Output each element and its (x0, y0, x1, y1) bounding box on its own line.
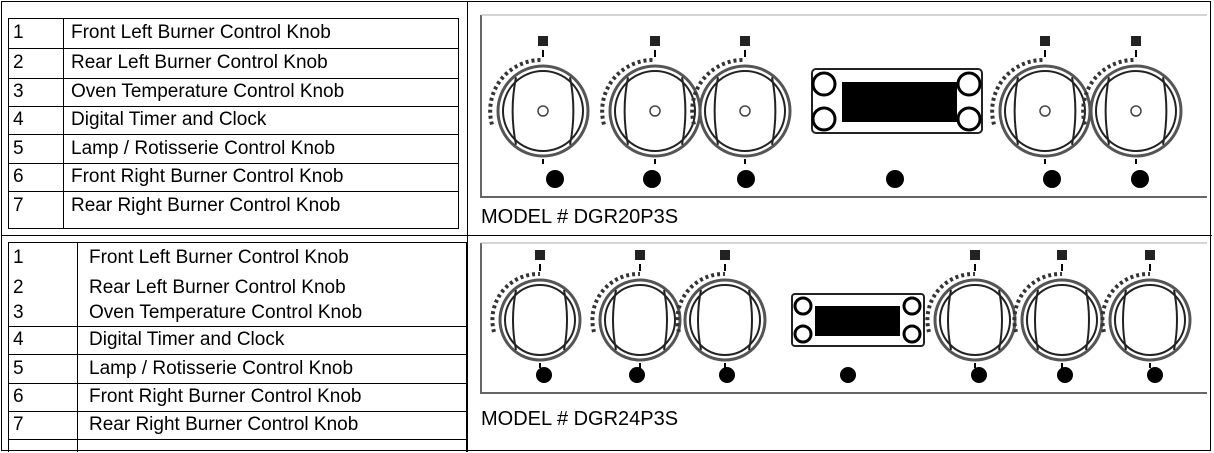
legend-row-line (9, 326, 466, 327)
control-knob-icon (1081, 36, 1183, 164)
legend-number: 6 (13, 166, 24, 187)
legend-row-line (9, 411, 466, 412)
legend-number: 2 (13, 52, 24, 73)
legend-row-line (9, 134, 458, 135)
legend-row-line (9, 439, 466, 440)
control-knob-icon (600, 36, 702, 164)
knob-indicator-dot-icon (546, 170, 564, 188)
knob-indicator-dot-icon (629, 367, 645, 383)
legend-label: Rear Right Burner Control Knob (71, 195, 341, 216)
legend-number: 1 (13, 247, 24, 268)
knob-indicator-dot-icon (719, 367, 735, 383)
legend-label: Lamp / Rotisserie Control Knob (71, 138, 336, 159)
legend-number: 3 (13, 81, 24, 102)
control-knob-icon (488, 36, 590, 164)
row-divider (2, 235, 1212, 236)
control-panel-diagram-top (480, 14, 1208, 198)
model-number-top: MODEL # DGR20P3S (481, 206, 679, 228)
knob-indicator-dot-icon (643, 170, 661, 188)
legend-label: Digital Timer and Clock (71, 109, 267, 130)
legend-number: 7 (13, 195, 24, 216)
digital-timer-display (791, 293, 925, 347)
legend-number: 1 (13, 22, 24, 43)
legend-row-line (9, 191, 458, 192)
knob-indicator-dot-icon (1131, 170, 1149, 188)
knob-indicator-dot-icon (1147, 367, 1163, 383)
knob-indicator-dot-icon (1057, 367, 1073, 383)
legend-column-divider (63, 19, 64, 228)
legend-label: Front Right Burner Control Knob (89, 386, 362, 407)
legend-label: Lamp / Rotisserie Control Knob (89, 358, 354, 379)
legend-label: Digital Timer and Clock (89, 329, 285, 350)
legend-number: 6 (13, 386, 24, 407)
legend-label: Front Left Burner Control Knob (89, 247, 349, 268)
legend-row-line (9, 354, 466, 355)
legend-number: 4 (13, 329, 24, 350)
control-knob-icon (590, 250, 682, 368)
legend-label: Rear Right Burner Control Knob (89, 414, 359, 435)
control-knob-icon (1100, 250, 1192, 368)
model-number-bottom: MODEL # DGR24P3S (481, 408, 679, 430)
control-knob-icon (1012, 250, 1104, 368)
digital-timer-display (811, 68, 983, 134)
legend-row-line (9, 48, 458, 49)
control-knob-icon (925, 250, 1017, 368)
control-knob-icon (675, 250, 767, 368)
legend-number: 7 (13, 414, 24, 435)
legend-label: Rear Left Burner Control Knob (89, 277, 346, 298)
legend-number: 2 (13, 277, 24, 298)
legend-label: Rear Left Burner Control Knob (71, 52, 328, 73)
knob-indicator-dot-icon (971, 367, 987, 383)
legend-row-line (9, 383, 466, 384)
control-panel-diagram-bottom (480, 242, 1208, 394)
column-divider (467, 2, 468, 452)
knob-indicator-dot-icon (737, 170, 755, 188)
legend-table-bottom: 1 Front Left Burner Control Knob 2 Rear Le… (8, 242, 467, 452)
control-knob-icon (490, 250, 582, 368)
legend-column-divider (77, 243, 78, 452)
legend-row-line (9, 78, 458, 79)
control-panel-drawing (480, 14, 1207, 198)
legend-number: 5 (13, 358, 24, 379)
legend-label: Oven Temperature Control Knob (71, 81, 345, 102)
control-knob-icon (990, 36, 1092, 164)
control-panel-drawing (480, 242, 1207, 394)
legend-label: Front Right Burner Control Knob (71, 166, 344, 187)
control-knob-icon (690, 36, 792, 164)
legend-table-top: 1 Front Left Burner Control Knob 2 Rear Le… (8, 18, 459, 229)
legend-label: Oven Temperature Control Knob (89, 302, 363, 323)
knob-indicator-dot-icon (1043, 170, 1061, 188)
knob-indicator-dot-icon (840, 367, 856, 383)
legend-row-line (9, 106, 458, 107)
legend-label: Front Left Burner Control Knob (71, 22, 331, 43)
knob-indicator-dot-icon (886, 170, 904, 188)
legend-number: 3 (13, 302, 24, 323)
legend-row-line (9, 163, 458, 164)
knob-indicator-dot-icon (536, 367, 552, 383)
legend-number: 5 (13, 138, 24, 159)
legend-number: 4 (13, 109, 24, 130)
